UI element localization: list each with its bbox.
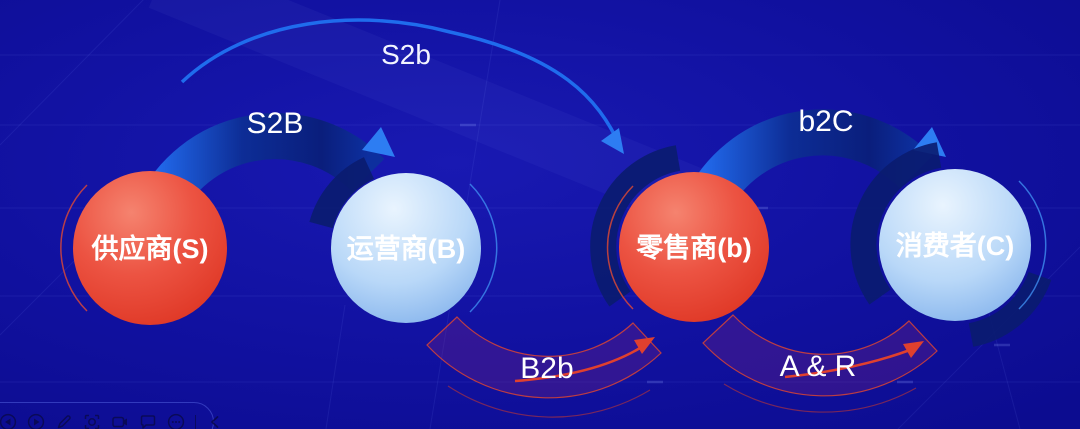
arrow-AnR xyxy=(702,314,938,413)
node-label-operator: 运营商(B) xyxy=(347,234,465,264)
node-consumer: 消费者(C) xyxy=(879,169,1031,321)
toolbar-divider xyxy=(195,415,196,429)
more-icon[interactable] xyxy=(167,413,185,429)
ring-retailer xyxy=(606,185,634,310)
arrow-AnR-echo-arc xyxy=(723,383,917,413)
arrow-label-b2C: b2C xyxy=(798,105,853,138)
node-retailer: 零售商(b) xyxy=(619,172,769,322)
arrow-b2C-band xyxy=(684,109,933,218)
arrow-B2b-line xyxy=(514,346,641,383)
arrow-label-s2B: S2B xyxy=(247,107,304,140)
laser-pointer-icon[interactable] xyxy=(83,413,101,429)
arrow-AnR-line xyxy=(784,348,911,379)
arrow-label-AnR: A & R xyxy=(780,350,857,383)
arrow-s2B-head xyxy=(362,127,395,157)
arrow-label-s2b: S2b xyxy=(381,39,431,70)
node-circle-operator xyxy=(331,173,481,323)
presenter-toolbar xyxy=(0,402,219,429)
node-operator: 运营商(B) xyxy=(331,173,481,323)
record-icon[interactable] xyxy=(111,413,129,429)
node-label-consumer: 消费者(C) xyxy=(896,231,1014,261)
previous-icon[interactable] xyxy=(0,413,17,429)
arrow-AnR-band xyxy=(702,314,938,397)
play-icon[interactable] xyxy=(27,413,45,429)
node-supplier: 供应商(S) xyxy=(73,171,227,325)
arrow-s2b-line xyxy=(180,18,622,147)
arrow-AnR-head xyxy=(903,341,924,358)
node-label-supplier: 供应商(S) xyxy=(91,233,209,264)
pen-icon[interactable] xyxy=(55,413,73,429)
node-label-retailer: 零售商(b) xyxy=(635,232,751,263)
arrow-B2b-band xyxy=(426,316,662,399)
arrow-B2b-echo-arc xyxy=(447,385,651,418)
node-circle-retailer xyxy=(619,172,769,322)
node-circle-supplier xyxy=(73,171,227,325)
collapse-icon[interactable] xyxy=(206,413,224,429)
node-echo-rings xyxy=(60,180,1047,313)
ring-consumer xyxy=(1018,180,1047,310)
arrow-s2b-head xyxy=(601,128,624,154)
ring-supplier xyxy=(60,184,88,312)
node-circle-consumer xyxy=(879,169,1031,321)
arrow-B2b xyxy=(426,316,662,418)
arrow-s2b xyxy=(180,18,624,154)
arrow-label-B2b: B2b xyxy=(520,352,573,385)
comment-icon[interactable] xyxy=(139,413,157,429)
ring-operator xyxy=(469,183,498,313)
arrow-B2b-head xyxy=(634,337,655,354)
